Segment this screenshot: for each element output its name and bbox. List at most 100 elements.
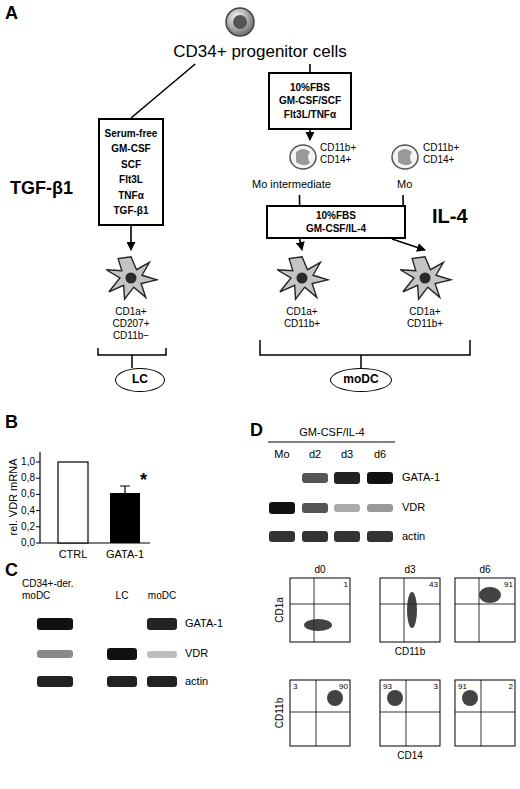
figure-label: d6 [374,448,386,461]
figure-label: CTRL [59,548,88,561]
dendritic-cell-node: CD1a+ CD207+ CD11b− [91,250,171,345]
population-label: CD34+ progenitor cells [140,40,380,64]
quadrant-line [290,578,515,642]
figure-label: moDC [148,590,176,602]
figure-label: VDR [402,501,425,514]
cell-nucleus [296,149,310,165]
node-text: 10%FBS GM-CSF/SCF Flt3L/TNFα [270,81,350,122]
blot-band [269,502,295,514]
figure-label: 90 [339,682,348,691]
cell-population-dots [327,690,343,706]
figure-label: Mo [274,448,289,461]
figure-label: 3 [434,682,438,691]
figure-label: 91 [504,580,513,589]
quadrant-line [290,680,515,746]
flow-arrow [309,130,311,140]
flow-plot-frame [380,680,440,746]
cell-population-dots [407,592,417,628]
blot-band [334,472,360,484]
cell-population-dots [304,619,332,631]
monocyte-node: CD11b+ CD14+ Mo intermediate [250,140,360,195]
blot-band [37,676,73,687]
figure-label: d3 [341,448,353,461]
error-bar [120,486,130,493]
flow-arrow [299,195,301,205]
axis-tick [36,462,40,543]
dendritic-cell-icon [277,257,328,299]
node-text: moDC [343,373,378,387]
flow-arrow [300,239,302,250]
flow-arrow [130,226,132,250]
figure-label: TGF-β1 [10,178,73,199]
cell-nucleus [233,15,247,29]
figure-label: d2 [309,448,321,461]
node-text: LC [132,373,148,387]
culture-condition-box: Serum-free GM-CSF SCF Flt3L TNFα TGF-β1 [98,118,164,226]
group-bracket [98,348,166,368]
figure-label: 2 [509,682,513,691]
blot-band [269,531,295,542]
blot-band [147,651,177,658]
group-bracket [260,340,470,368]
treatment-line [268,441,395,442]
figure-label: CD11b [395,646,425,658]
blot-band [107,676,137,687]
node-text: CD34+ progenitor cells [173,42,346,62]
figure-label: 1 [344,580,348,589]
figure-label: 3 [293,682,297,691]
blot-band [367,531,393,542]
figure-label: IL-4 [432,205,468,228]
cell-population-dots [462,690,478,706]
figure-label: CD14 [397,750,423,762]
blot-band [37,618,73,630]
node-text: Mo intermediate [252,178,360,191]
figure-label: CD34+-der. moDC [22,578,84,601]
figure-label: 43 [429,580,438,589]
figure-label: 0,4 [21,505,35,517]
figure-label: 0,6 [21,489,35,501]
figure-label: 91 [458,682,467,691]
culture-condition-box: 10%FBS GM-CSF/SCF Flt3L/TNFα [268,72,352,130]
figure-label: GATA-1 [402,471,440,484]
figure-label: rel. VDR mRNA [7,458,20,535]
blot-band [37,650,73,658]
node-text: CD11b+ CD14+ [320,142,360,166]
figure-label: 1,0 [21,456,35,468]
flow-plot-frame [455,578,515,642]
flow-plot-frame [380,578,440,642]
blot-band [302,473,328,483]
flow-plot-frame [455,680,515,746]
figure-label: CD11b [274,698,286,728]
blot-band [367,504,393,512]
blot-band [302,503,328,513]
figure-label: GM-CSF/IL-4 [299,426,364,439]
node-text: CD1a+ CD11b+ [385,306,465,330]
figure-label: d6 [479,564,490,576]
figure-label: d3 [404,564,415,576]
figure-label: GATA-1 [106,548,144,561]
cell-type-oval: LC [115,368,165,392]
figure-label: * [140,470,147,491]
figure-label: 0,2 [21,521,35,533]
figure-label: GATA-1 [185,617,223,630]
blot-band [367,472,393,484]
figure-label: CD1a [274,597,286,623]
figure-label: VDR [185,647,208,660]
panel-letter: D [250,420,263,441]
flow-arrow [402,195,404,205]
monocyte-icon [290,145,316,169]
node-text: CD11b+ CD14+ [423,142,473,166]
figure-label: actin [402,530,425,543]
flow-plot-frame [290,680,350,746]
node-text: 10%FBS GM-CSF/IL-4 [268,209,404,235]
chart-axis [40,452,150,543]
node-text: Mo [397,178,457,191]
blot-band [147,676,177,687]
flow-plot-frame [290,578,350,642]
figure-label: 0,0 [21,537,35,549]
flow-arrow [309,64,311,72]
cell-population-dots [387,690,403,706]
